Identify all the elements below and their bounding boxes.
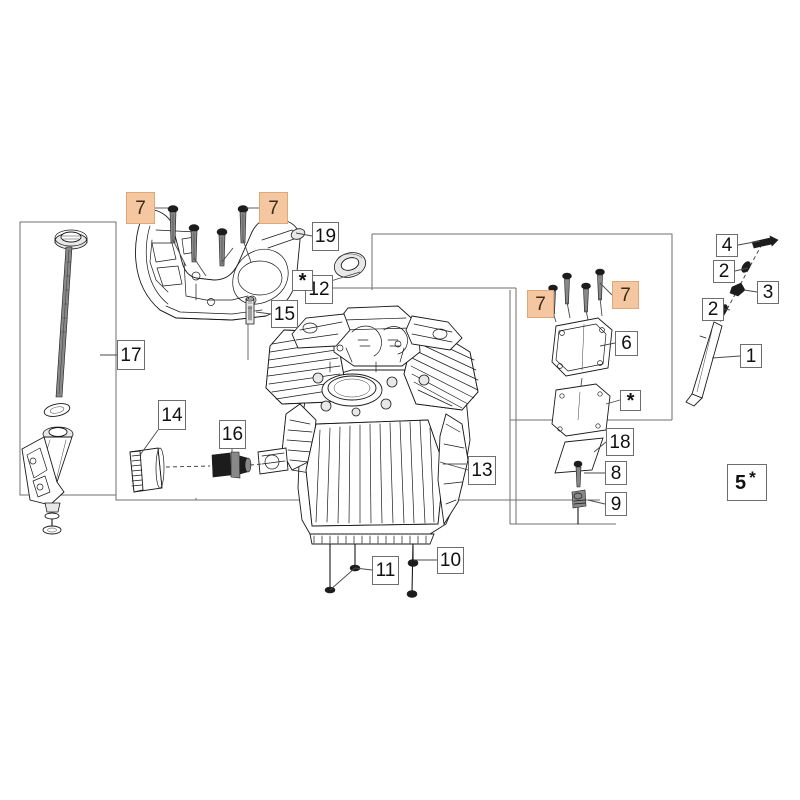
- assembly-axis-filter: [165, 465, 211, 468]
- callout-drain-plug-left[interactable]: 11: [372, 556, 399, 585]
- part-17-oil-filler-assembly: [21, 229, 88, 535]
- part-gasket-asterisk: [551, 383, 611, 437]
- part-7-cover-bolts: [548, 268, 605, 323]
- callout-drain-plug-right[interactable]: 10: [437, 547, 464, 574]
- callout-cover-plate[interactable]: 18: [606, 428, 634, 456]
- part-10-drain-plug-right: [406, 543, 419, 598]
- callout-terminal-clip[interactable]: 4: [716, 234, 738, 257]
- callout-cover-gasket-marker[interactable]: *: [620, 390, 641, 411]
- part-14-oil-filter: [129, 447, 165, 493]
- callout-crankcase-assembly[interactable]: 13: [468, 456, 496, 485]
- callout-bracket-bolt-left[interactable]: 7: [126, 192, 155, 224]
- callout-washer-lower[interactable]: 2: [702, 298, 724, 321]
- callout-superscript-asterisk: *: [749, 468, 756, 487]
- group-frames: [19, 221, 673, 525]
- callout-reference-item-5[interactable]: 5*: [727, 464, 767, 501]
- part-6-inspection-cover: [551, 317, 613, 377]
- part-12-oil-seal: [333, 252, 367, 278]
- callout-filter-adapter[interactable]: 16: [219, 420, 246, 449]
- callout-inspection-cover[interactable]: 6: [615, 331, 638, 356]
- callout-clamp-bolt[interactable]: 8: [605, 461, 627, 485]
- callout-cable-clamp[interactable]: 9: [605, 492, 627, 516]
- callout-dowel-pin[interactable]: 15: [271, 300, 298, 328]
- part-15-dowel-pin: [245, 296, 255, 325]
- assembly-axis-adapter: [249, 463, 263, 466]
- callout-number: 5: [735, 471, 747, 494]
- callout-oil-filter[interactable]: 14: [158, 400, 186, 430]
- part-11-drain-plug-left: [324, 543, 361, 594]
- part-9-cable-clamp: [571, 489, 587, 525]
- part-16-filter-adapter: [211, 451, 252, 479]
- callout-washer-upper[interactable]: 2: [713, 260, 735, 283]
- callout-cover-bolt-right[interactable]: 7: [612, 281, 639, 309]
- part-1-4-dipstick-cable: [604, 235, 779, 525]
- part-18-cover-plate: [554, 437, 604, 474]
- callout-oil-filler-dipstick-assembly[interactable]: 17: [117, 340, 145, 370]
- part-8-clamp-bolt: [573, 460, 583, 488]
- part-13-crankcase-engine: [257, 305, 479, 545]
- callout-bracket-bolt-right[interactable]: 7: [259, 192, 288, 224]
- callout-dipstick-rod[interactable]: 1: [740, 344, 762, 368]
- part-7-bracket-bolts: [167, 205, 252, 277]
- callout-cover-bolt-left[interactable]: 7: [527, 290, 554, 318]
- callout-nut[interactable]: 3: [757, 281, 779, 304]
- callout-engine-mount-bracket[interactable]: 19: [312, 222, 339, 251]
- callout-oil-seal-gasket-marker[interactable]: *: [292, 270, 313, 291]
